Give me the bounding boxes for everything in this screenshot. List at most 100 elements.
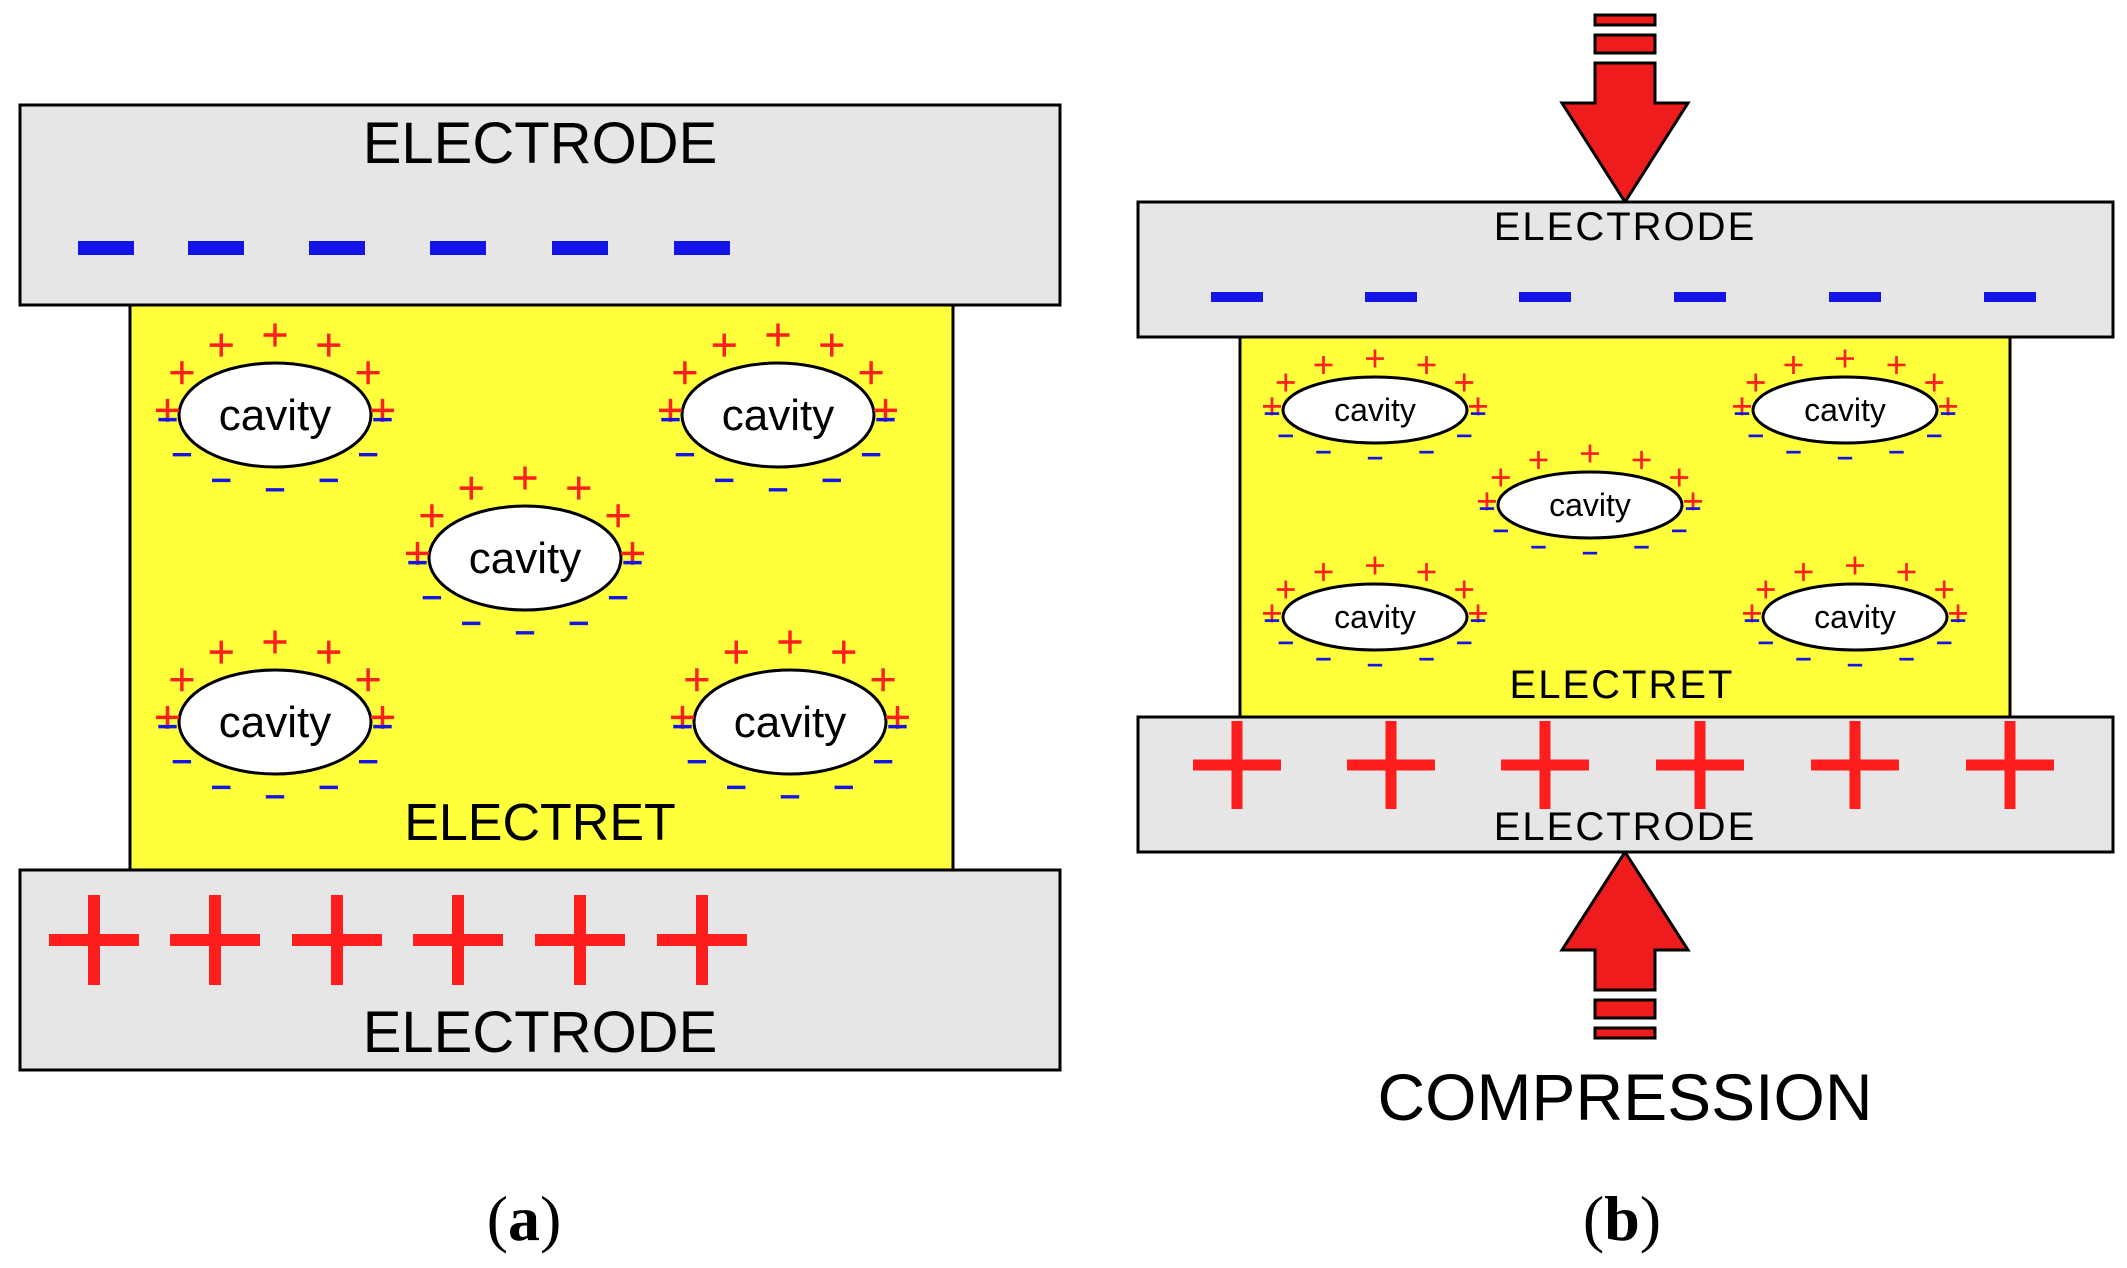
positive-charge — [263, 323, 287, 347]
positive-charge — [673, 361, 697, 385]
top-electrode-b — [1136, 200, 2115, 339]
positive-charge — [1455, 373, 1474, 392]
positive-charge — [1276, 373, 1295, 392]
cavity: cavity — [1262, 349, 1488, 460]
positive-charge — [1366, 556, 1384, 575]
positive-charge — [209, 333, 233, 357]
positive-charge — [1366, 349, 1384, 368]
positive-charge — [1347, 721, 1435, 809]
positive-charge — [1581, 444, 1599, 463]
positive-charge — [1276, 580, 1295, 599]
top-electrode-label-b: ELECTRODE — [1494, 205, 1757, 249]
positive-charge — [1925, 373, 1944, 392]
top-electrode-a — [18, 103, 1062, 307]
positive-charge — [712, 333, 736, 357]
positive-charge — [685, 668, 709, 692]
positive-charge — [356, 361, 380, 385]
positive-charge — [1836, 349, 1854, 368]
positive-charge — [1632, 450, 1651, 469]
positive-charge — [459, 476, 483, 500]
cavity-label: cavity — [1549, 487, 1631, 523]
positive-charge — [1501, 721, 1589, 809]
top-compression-arrow — [1559, 13, 1691, 205]
positive-charge — [317, 333, 341, 357]
positive-charge — [1756, 580, 1775, 599]
bottom-compression-arrow — [1559, 849, 1691, 1040]
positive-charge — [1670, 468, 1689, 487]
cavity-label: cavity — [219, 391, 331, 440]
positive-charge — [170, 895, 260, 985]
cavities-a: cavity cavity cavity cavity cavity — [155, 323, 910, 799]
positive-charge — [1794, 562, 1813, 581]
bottom-electrode-a — [18, 868, 1062, 1072]
positive-charge — [567, 476, 591, 500]
cavity-ellipse — [177, 361, 373, 469]
positive-charge — [513, 466, 537, 490]
positive-charge — [1846, 556, 1864, 575]
cavity: cavity — [1262, 556, 1488, 667]
panel-b: ELECTRODE ELECTRODE ELECTRET COMPRESSION… — [1136, 13, 2115, 1134]
cavity-label: cavity — [1804, 392, 1886, 428]
bottom-electrode-positive-charges-a — [49, 895, 747, 985]
positive-charge — [778, 630, 802, 654]
bottom-electrode-positive-charges-b — [1193, 721, 2054, 809]
bottom-electrode-b — [1136, 715, 2115, 854]
cavity-ellipse — [1496, 470, 1684, 540]
positive-charge — [1455, 580, 1474, 599]
cavity-ellipse — [1751, 375, 1939, 445]
electret-label-b: ELECTRET — [1510, 663, 1735, 707]
positive-charge — [1314, 562, 1333, 581]
positive-charge — [413, 895, 503, 985]
positive-charge — [1746, 373, 1765, 392]
positive-charge — [317, 640, 341, 664]
positive-charge — [1897, 562, 1916, 581]
cavity: cavity — [670, 630, 910, 799]
cavity-ellipse — [177, 668, 373, 776]
bottom-electrode-label-b: ELECTRODE — [1494, 805, 1757, 849]
cavity: cavity — [1477, 444, 1703, 555]
caption-b: (b) — [1583, 1183, 1661, 1254]
positive-charge — [209, 640, 233, 664]
positive-charge — [1656, 721, 1744, 809]
positive-charge — [1811, 721, 1899, 809]
positive-charge — [49, 895, 139, 985]
positive-charge — [1529, 450, 1548, 469]
cavity-label: cavity — [1334, 599, 1416, 635]
positive-charge — [724, 640, 748, 664]
cavity-ellipse — [1281, 375, 1469, 445]
positive-charge — [766, 323, 790, 347]
cavity: cavity — [1742, 556, 1968, 667]
positive-charge — [1193, 721, 1281, 809]
cavity-label: cavity — [219, 698, 331, 747]
positive-charge — [535, 895, 625, 985]
positive-charge — [871, 668, 895, 692]
caption-a: (a) — [487, 1183, 562, 1254]
cavity-ellipse — [427, 504, 623, 612]
cavity: cavity — [155, 323, 395, 492]
bottom-electrode-label-a: ELECTRODE — [363, 1000, 718, 1065]
top-electrode-label-a: ELECTRODE — [363, 111, 718, 176]
positive-charge — [859, 361, 883, 385]
positive-charge — [1417, 355, 1436, 374]
cavity-label: cavity — [469, 534, 581, 583]
positive-charge — [170, 361, 194, 385]
cavity: cavity — [1732, 349, 1958, 460]
cavity-ellipse — [1281, 582, 1469, 652]
compression-label: COMPRESSION — [1377, 1060, 1872, 1134]
positive-charge — [1966, 721, 2054, 809]
cavity: cavity — [155, 630, 395, 799]
cavity-ellipse — [1761, 582, 1949, 652]
cavities-b: cavity cavity cavity cavity cavity — [1262, 349, 1968, 667]
cavity-label: cavity — [734, 698, 846, 747]
positive-charge — [1417, 562, 1436, 581]
cavity-label: cavity — [1334, 392, 1416, 428]
positive-charge — [420, 504, 444, 528]
cavity: cavity — [405, 466, 645, 635]
cavity-label: cavity — [722, 391, 834, 440]
cavity-ellipse — [680, 361, 876, 469]
positive-charge — [356, 668, 380, 692]
positive-charge — [657, 895, 747, 985]
cavity-ellipse — [692, 668, 888, 776]
